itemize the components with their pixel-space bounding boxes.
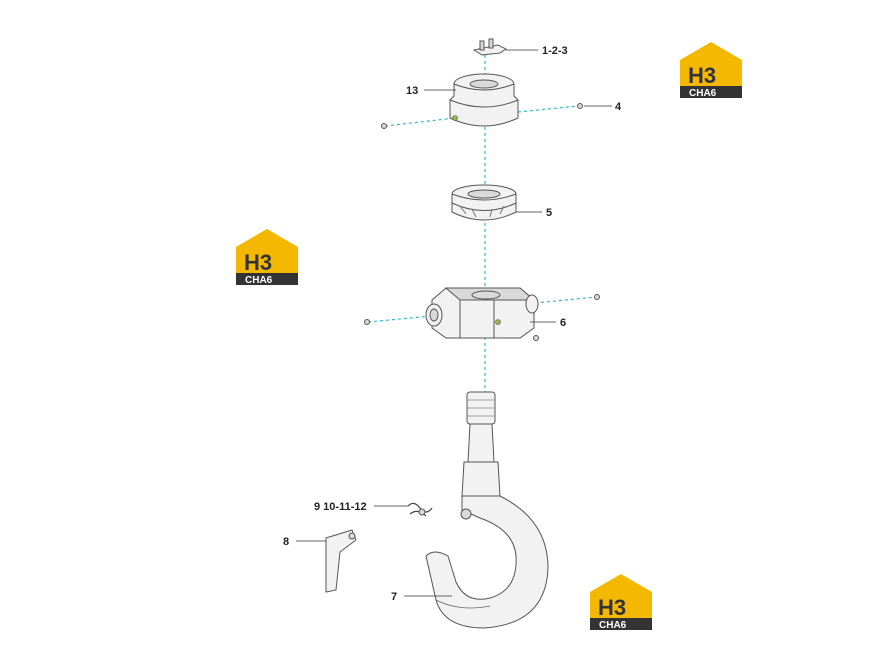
part-hook-7 (425, 391, 549, 629)
part-bearing-5 (451, 184, 517, 221)
callout-6: 6 (560, 317, 566, 329)
logo-word: CHA6 (599, 620, 627, 631)
callout-7: 7 (391, 591, 397, 603)
part-crosshead-6 (425, 287, 539, 339)
part-pin-set-9-12 (407, 502, 433, 517)
callout-4: 4 (615, 101, 622, 113)
brand-logo-bottom-right: H3 CHA6 (590, 574, 652, 631)
callout-1-2-3: 1-2-3 (542, 45, 568, 57)
logo-word: CHA6 (689, 88, 717, 99)
callout-8: 8 (283, 536, 289, 548)
part-screws-6 (364, 294, 600, 341)
part-plate-1-2-3 (472, 38, 507, 56)
logo-mark: H3 (688, 63, 716, 88)
logo-mark: H3 (244, 250, 272, 275)
callout-13: 13 (406, 85, 418, 97)
part-screw-4 (381, 103, 583, 129)
part-housing-13 (449, 73, 519, 127)
brand-logo-top-right: H3 CHA6 (680, 42, 742, 99)
part-latch-8 (325, 529, 357, 593)
logo-word: CHA6 (245, 275, 273, 286)
brand-logo-left: H3 CHA6 (236, 229, 298, 286)
callout-5: 5 (546, 207, 552, 219)
logo-mark: H3 (598, 595, 626, 620)
callout-9-10-11-12: 9 10-11-12 (314, 501, 367, 513)
